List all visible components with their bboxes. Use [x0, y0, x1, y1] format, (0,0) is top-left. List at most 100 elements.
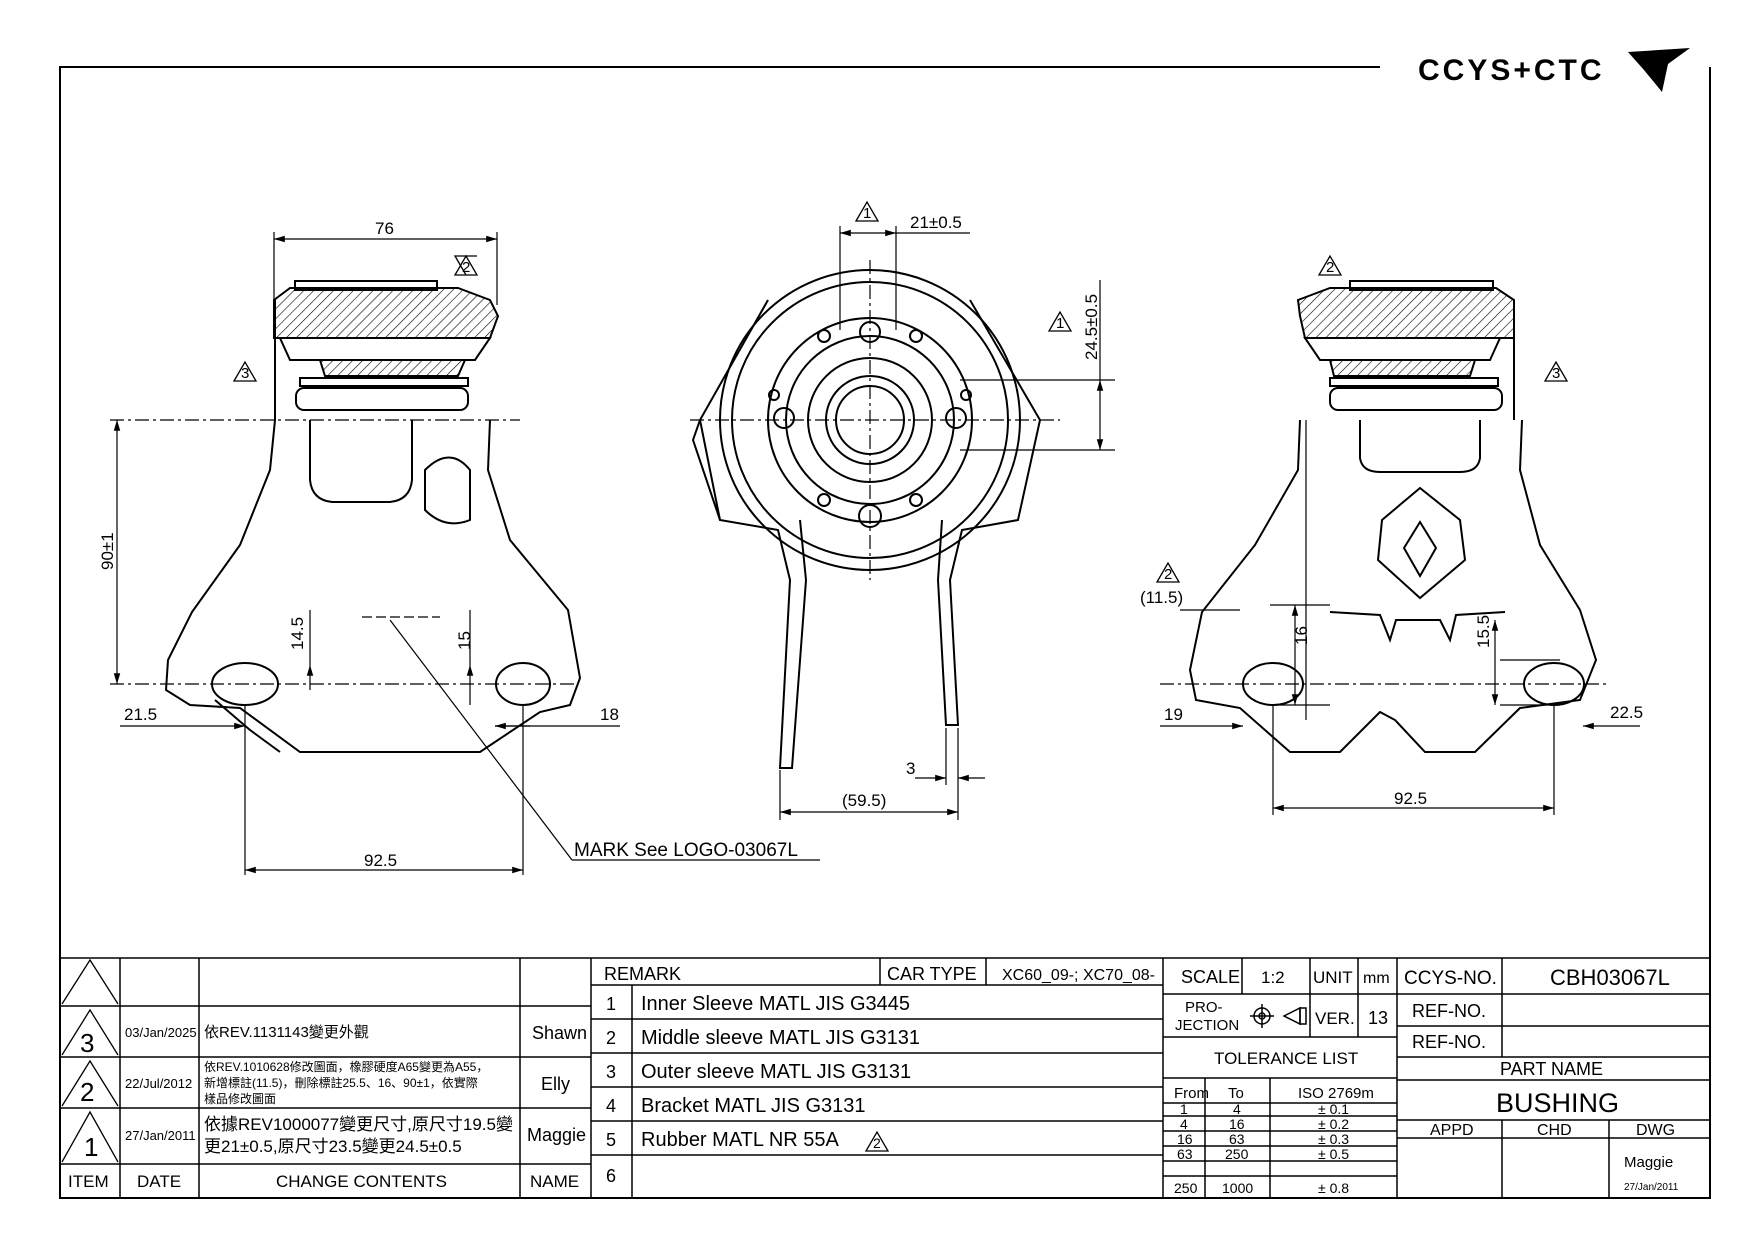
tol-to-4: 250: [1225, 1146, 1249, 1162]
rev2-name: Elly: [541, 1074, 570, 1094]
projection-label-2: JECTION: [1175, 1017, 1239, 1034]
dim-rear-span: 92.5: [1394, 789, 1427, 808]
dim-front-slot-left: 14.5: [288, 617, 307, 650]
revision-markers: 2 3 1 1 2 3 2: [232, 200, 1569, 583]
svg-text:3: 3: [1552, 365, 1560, 382]
rev2-item: 2: [80, 1077, 94, 1107]
title-text: CCYS-NO. CBH03067L REF-NO. REF-NO. PART …: [1404, 965, 1679, 1193]
remark-label: REMARK: [604, 964, 681, 984]
car-type-value: XC60_09-; XC70_08-: [1002, 967, 1155, 984]
svg-text:CCYS+CTC: CCYS+CTC: [1418, 54, 1605, 87]
rev2-content-line3: 樣品修改圖面: [204, 1091, 276, 1106]
dwg-name: Maggie: [1624, 1154, 1673, 1171]
rev3-date: 03/Jan/2025: [125, 1025, 197, 1040]
dim-side-offset-vertical: 24.5±0.5: [1082, 294, 1101, 360]
remark-text-5: Rubber MATL NR 55A: [641, 1129, 840, 1151]
svg-text:2: 2: [1164, 566, 1172, 583]
rev1-item: 1: [84, 1132, 98, 1162]
tol-from-1: 1: [1180, 1101, 1188, 1117]
dim-rear-slot-left: 16: [1292, 626, 1311, 645]
front-dimensions: [110, 232, 820, 875]
rev3-name: Shawn: [532, 1023, 587, 1043]
remark-no-3: 3: [606, 1062, 616, 1082]
part-name-value: BUSHING: [1496, 1088, 1619, 1118]
ver-label: VER.: [1315, 1009, 1355, 1028]
dim-side-reference: (59.5): [842, 791, 886, 810]
projection-label-1: PRO-: [1185, 999, 1223, 1016]
ver-value: 13: [1368, 1008, 1388, 1028]
svg-text:1: 1: [863, 205, 871, 222]
appd-label: APPD: [1430, 1122, 1474, 1139]
dim-side-thickness: 3: [906, 759, 915, 778]
ccys-no-label: CCYS-NO.: [1404, 968, 1497, 989]
info-text: SCALE 1:2 UNIT mm PRO- JECTION VER. 13 T…: [1174, 967, 1390, 1196]
rear-dim-labels: (11.5) 16 15.5 19 22.5 92.5: [1140, 588, 1643, 808]
rear-view: [1188, 280, 1598, 753]
dwg-date: 27/Jan/2011: [1624, 1182, 1679, 1193]
company-logo: CCYS+CTC: [1418, 48, 1690, 92]
header-item: ITEM: [68, 1172, 109, 1191]
side-dim-labels: 21±0.5 24.5±0.5 3 (59.5): [842, 213, 1101, 810]
header-date: DATE: [137, 1172, 181, 1191]
rev1-content-line1: 依據REV1000077變更尺寸,原尺寸19.5變: [204, 1115, 513, 1134]
title-block-lines: [59, 957, 1711, 1199]
rev3-content: 依REV.1131143變更外觀: [204, 1024, 369, 1041]
rev3-item: 3: [80, 1028, 94, 1058]
ref-no-label-1: REF-NO.: [1412, 1001, 1486, 1021]
header-change-contents: CHANGE CONTENTS: [276, 1172, 447, 1191]
tol-to-1: 4: [1233, 1101, 1241, 1117]
revision-table-text: 3 2 1 03/Jan/2025 22/Jul/2012 27/Jan/201…: [68, 1023, 587, 1191]
chd-label: CHD: [1537, 1122, 1572, 1139]
unit-label: UNIT: [1313, 968, 1353, 987]
rev1-content-line2: 更21±0.5,原尺寸23.5變更24.5±0.5: [204, 1137, 462, 1156]
tol-to-header: To: [1228, 1085, 1244, 1102]
rubber-rev-triangle: 2: [864, 1130, 890, 1152]
remark-no-5: 5: [606, 1130, 616, 1150]
svg-text:2: 2: [873, 1135, 881, 1151]
remarks-text: REMARK CAR TYPE XC60_09-; XC70_08- 1 Inn…: [604, 964, 1155, 1186]
car-type-label: CAR TYPE: [887, 964, 977, 984]
dim-side-offset-top: 21±0.5: [910, 213, 962, 232]
dim-rear-edge-right: 22.5: [1610, 703, 1643, 722]
front-dim-labels: 76 90±1 14.5 15 21.5 18 92.5 MARK See LO…: [98, 219, 798, 870]
remark-no-4: 4: [606, 1096, 616, 1116]
tol-to-2: 16: [1229, 1116, 1245, 1132]
tolerance-title: TOLERANCE LIST: [1214, 1049, 1358, 1068]
tol-value-4: ± 0.5: [1318, 1146, 1349, 1162]
logo-mark-icon: [1628, 48, 1690, 92]
svg-text:2: 2: [1326, 259, 1334, 276]
tol-value-3: ± 0.3: [1318, 1131, 1349, 1147]
dim-rear-slot-right: 15.5: [1474, 615, 1493, 648]
side-dimensions: [690, 226, 1115, 820]
tol-to-5: 1000: [1222, 1180, 1253, 1196]
dim-front-edge-left: 21.5: [124, 705, 157, 724]
revision-table-triangles: [61, 958, 119, 1163]
ccys-no-value: CBH03067L: [1550, 965, 1670, 990]
dim-rear-ref-offset: (11.5): [1140, 588, 1183, 607]
dim-front-edge-right: 18: [600, 705, 619, 724]
tol-from-header: From: [1174, 1085, 1209, 1102]
dim-front-width: 76: [375, 219, 394, 238]
remark-no-2: 2: [606, 1028, 616, 1048]
tol-to-3: 63: [1229, 1131, 1245, 1147]
unit-value: mm: [1363, 970, 1390, 987]
remark-text-3: Outer sleeve MATL JIS G3131: [641, 1061, 911, 1083]
rev1-date: 27/Jan/2011: [125, 1128, 196, 1143]
tol-from-5: 250: [1174, 1180, 1198, 1196]
front-view: [164, 280, 582, 753]
svg-text:3: 3: [241, 365, 249, 382]
tol-value-1: ± 0.1: [1318, 1101, 1349, 1117]
header-name: NAME: [530, 1172, 579, 1191]
dim-front-slot-right: 15: [455, 631, 474, 650]
dim-front-height: 90±1: [98, 532, 117, 570]
remark-text-4: Bracket MATL JIS G3131: [641, 1095, 866, 1117]
tol-value-2: ± 0.2: [1318, 1116, 1349, 1132]
rev2-content-line2: 新增標註(11.5)，刪除標註25.5、16、90±1，依實際: [204, 1075, 478, 1090]
dim-rear-edge-left: 19: [1164, 705, 1183, 724]
tol-iso-header: ISO 2769m: [1298, 1085, 1374, 1102]
remark-text-2: Middle sleeve MATL JIS G3131: [641, 1027, 920, 1049]
rear-dimensions: [1160, 420, 1640, 815]
ref-no-label-2: REF-NO.: [1412, 1032, 1486, 1052]
tol-from-4: 63: [1177, 1146, 1193, 1162]
